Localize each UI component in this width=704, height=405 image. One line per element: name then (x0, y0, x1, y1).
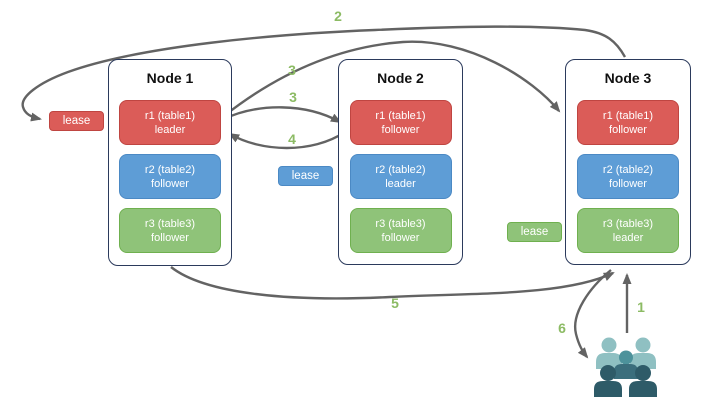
node-1: Node 1 r1 (table1) leader r2 (table2) fo… (108, 59, 232, 266)
step-label-2: 2 (334, 8, 342, 24)
replica-role: follower (381, 123, 420, 136)
node-3-title: Node 3 (604, 70, 652, 86)
step-label-4: 4 (288, 131, 296, 147)
replica-role: leader (385, 177, 416, 190)
replica-name: r3 (table3) (144, 217, 196, 230)
node-2-title: Node 2 (377, 70, 424, 86)
replica-role: follower (151, 177, 189, 190)
arrow-step-3-to-node3 (223, 40, 561, 117)
replica-role: follower (609, 123, 647, 136)
node-2-replica-r1: r1 (table1) follower (349, 100, 452, 145)
replica-name: r3 (table3) (602, 217, 654, 230)
replica-name: r1 (table1) (375, 109, 426, 122)
node-3: Node 3 r1 (table1) follower r2 (table2) … (565, 59, 691, 265)
arrow-step-6 (573, 269, 612, 359)
arrow-step-3-to-node2 (223, 106, 342, 124)
replica-name: r2 (table2) (375, 163, 426, 176)
replica-role: follower (381, 231, 420, 244)
node-3-replica-r2: r2 (table2) follower (577, 154, 679, 199)
node-1-replica-r3: r3 (table3) follower (119, 208, 221, 253)
replica-name: r1 (table1) (144, 109, 196, 122)
node-2: Node 2 r1 (table1) follower r2 (table2) … (338, 59, 463, 265)
node-3-replica-r3: r3 (table3) leader (577, 208, 679, 253)
node-1-replica-r2: r2 (table2) follower (119, 154, 221, 199)
replica-role: leader (154, 123, 186, 136)
arrow-step-2 (21, 25, 627, 122)
node-1-replica-r1: r1 (table1) leader (119, 100, 221, 145)
node-2-replica-r2: r2 (table2) leader (349, 154, 452, 199)
step-label-6: 6 (558, 320, 566, 336)
arrow-step-5 (170, 266, 615, 300)
node-3-replica-r1: r1 (table1) follower (577, 100, 679, 145)
replica-role: follower (609, 177, 647, 190)
replica-name: r2 (table2) (602, 163, 654, 176)
replica-name: r3 (table3) (375, 217, 426, 230)
replica-name: r1 (table1) (602, 109, 654, 122)
lease-badge-table2: lease (278, 166, 333, 186)
step-label-3a: 3 (288, 62, 296, 78)
replica-role: follower (151, 231, 189, 244)
step-label-5: 5 (391, 295, 399, 311)
node-2-replica-r3: r3 (table3) follower (349, 208, 452, 253)
lease-badge-table3: lease (507, 222, 562, 242)
node-1-title: Node 1 (146, 70, 194, 86)
replica-name: r2 (table2) (144, 163, 196, 176)
arrow-step-4 (228, 131, 346, 150)
lease-badge-table1: lease (49, 111, 104, 131)
replica-role: leader (612, 231, 644, 244)
step-label-3b: 3 (289, 89, 297, 105)
step-label-1: 1 (637, 299, 645, 315)
